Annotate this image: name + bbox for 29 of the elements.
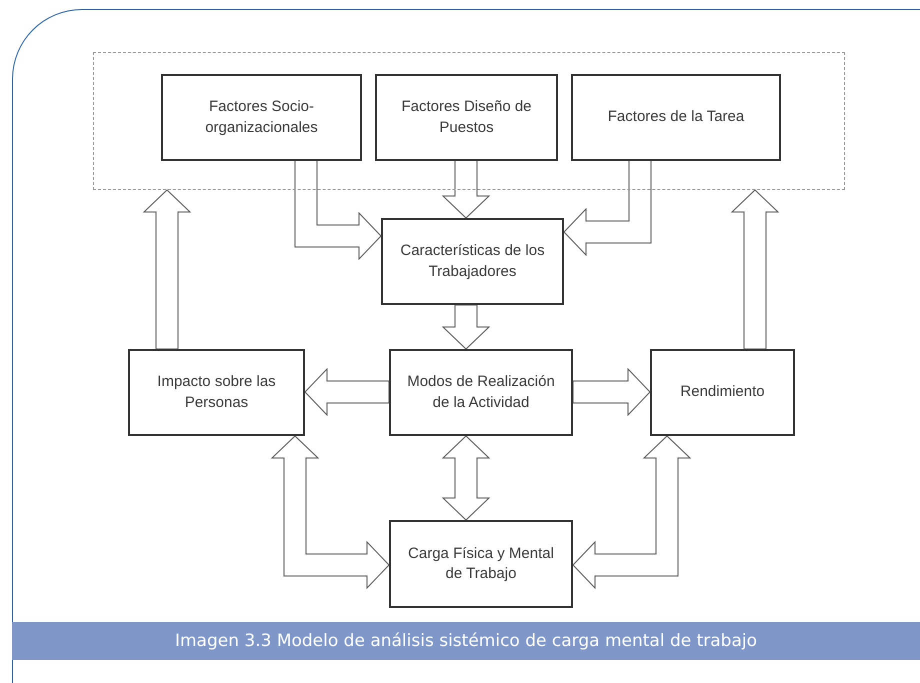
- block-arrow: [442, 160, 490, 219]
- box-label: Características de los Trabajadores: [399, 241, 546, 282]
- box-label: Factores Socio-organizacionales: [204, 97, 319, 138]
- caption: Imagen 3.3 Modelo de análisis sistémico de carga mental de trabajo: [174, 631, 758, 651]
- process-box: [571, 74, 781, 161]
- block-arrow: [730, 189, 780, 350]
- block-arrow: [270, 435, 390, 590]
- block-arrow: [442, 304, 490, 350]
- box-label: Modos de Realización de la Actividad: [406, 372, 556, 412]
- process-box: [650, 349, 795, 436]
- block-arrow: [572, 435, 692, 590]
- block-arrow: [563, 160, 652, 256]
- box-label: Carga Física y Mental de Trabajo: [407, 544, 555, 584]
- process-box: [128, 349, 305, 436]
- process-box: [389, 349, 573, 436]
- process-box: [381, 218, 564, 305]
- block-arrow: [572, 368, 651, 416]
- process-box: [375, 74, 558, 161]
- process-box: [161, 74, 362, 161]
- block-arrow: [304, 368, 390, 416]
- process-box: [389, 520, 573, 608]
- box-label: Factores de la Tarea: [608, 107, 744, 128]
- box-label: Rendimiento: [680, 382, 765, 402]
- block-arrow: [142, 189, 192, 350]
- box-label: Factores Diseño de Puestos: [400, 97, 533, 138]
- box-label: Impacto sobre las Personas: [156, 372, 277, 412]
- block-arrow: [294, 160, 382, 260]
- dashed-group-box: [93, 52, 845, 190]
- block-arrow: [442, 435, 490, 521]
